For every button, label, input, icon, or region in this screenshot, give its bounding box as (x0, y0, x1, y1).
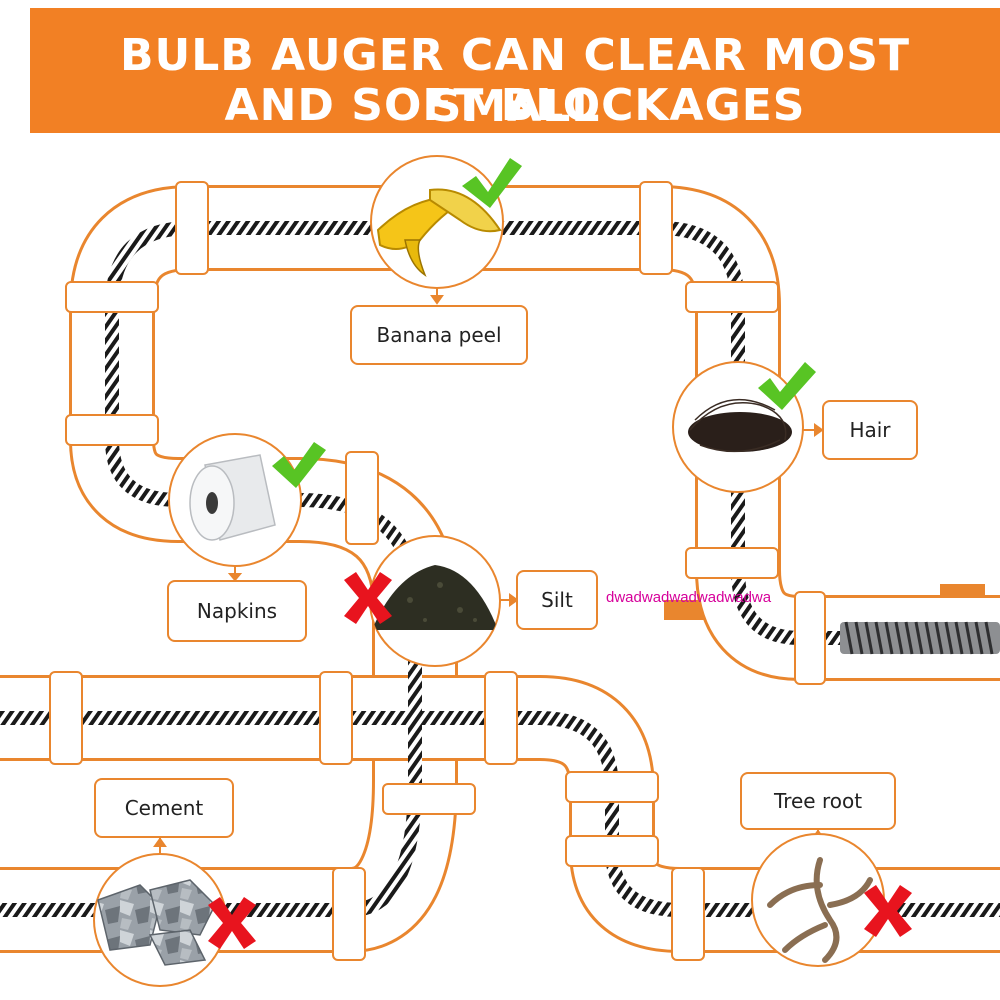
napkin-roll-icon (168, 433, 302, 567)
title-banner: BULB AUGER CAN CLEAR MOST SMALL AND SOFT… (30, 8, 1000, 133)
auger-spring-icon (840, 621, 1000, 655)
silt-icon (369, 535, 501, 667)
label-banana-peel: Banana peel (350, 305, 528, 365)
title-line-2: AND SOFT BLOCKAGES (224, 80, 806, 131)
label-tree-root: Tree root (740, 772, 896, 830)
check-mark-icon (462, 158, 522, 208)
cross-mark-icon (864, 885, 912, 937)
check-marks (272, 158, 816, 488)
cross-marks (208, 572, 912, 949)
cross-mark-icon (208, 897, 256, 949)
watermark-text: dwadwadwadwadwadwa (606, 589, 772, 606)
label-cement: Cement (94, 778, 234, 838)
label-silt: Silt (516, 570, 598, 630)
label-hair: Hair (822, 400, 918, 460)
cement-icon (93, 853, 227, 987)
title-line-1: BULB AUGER CAN CLEAR MOST SMALL (120, 30, 910, 132)
pipe-couplings (49, 181, 826, 961)
tree-root-icon (751, 833, 885, 967)
cross-mark-icon (344, 572, 392, 624)
check-mark-icon (272, 442, 326, 488)
banana-peel-icon (370, 155, 504, 289)
check-mark-icon (758, 362, 816, 410)
hair-icon (672, 361, 804, 493)
label-napkins: Napkins (167, 580, 307, 642)
